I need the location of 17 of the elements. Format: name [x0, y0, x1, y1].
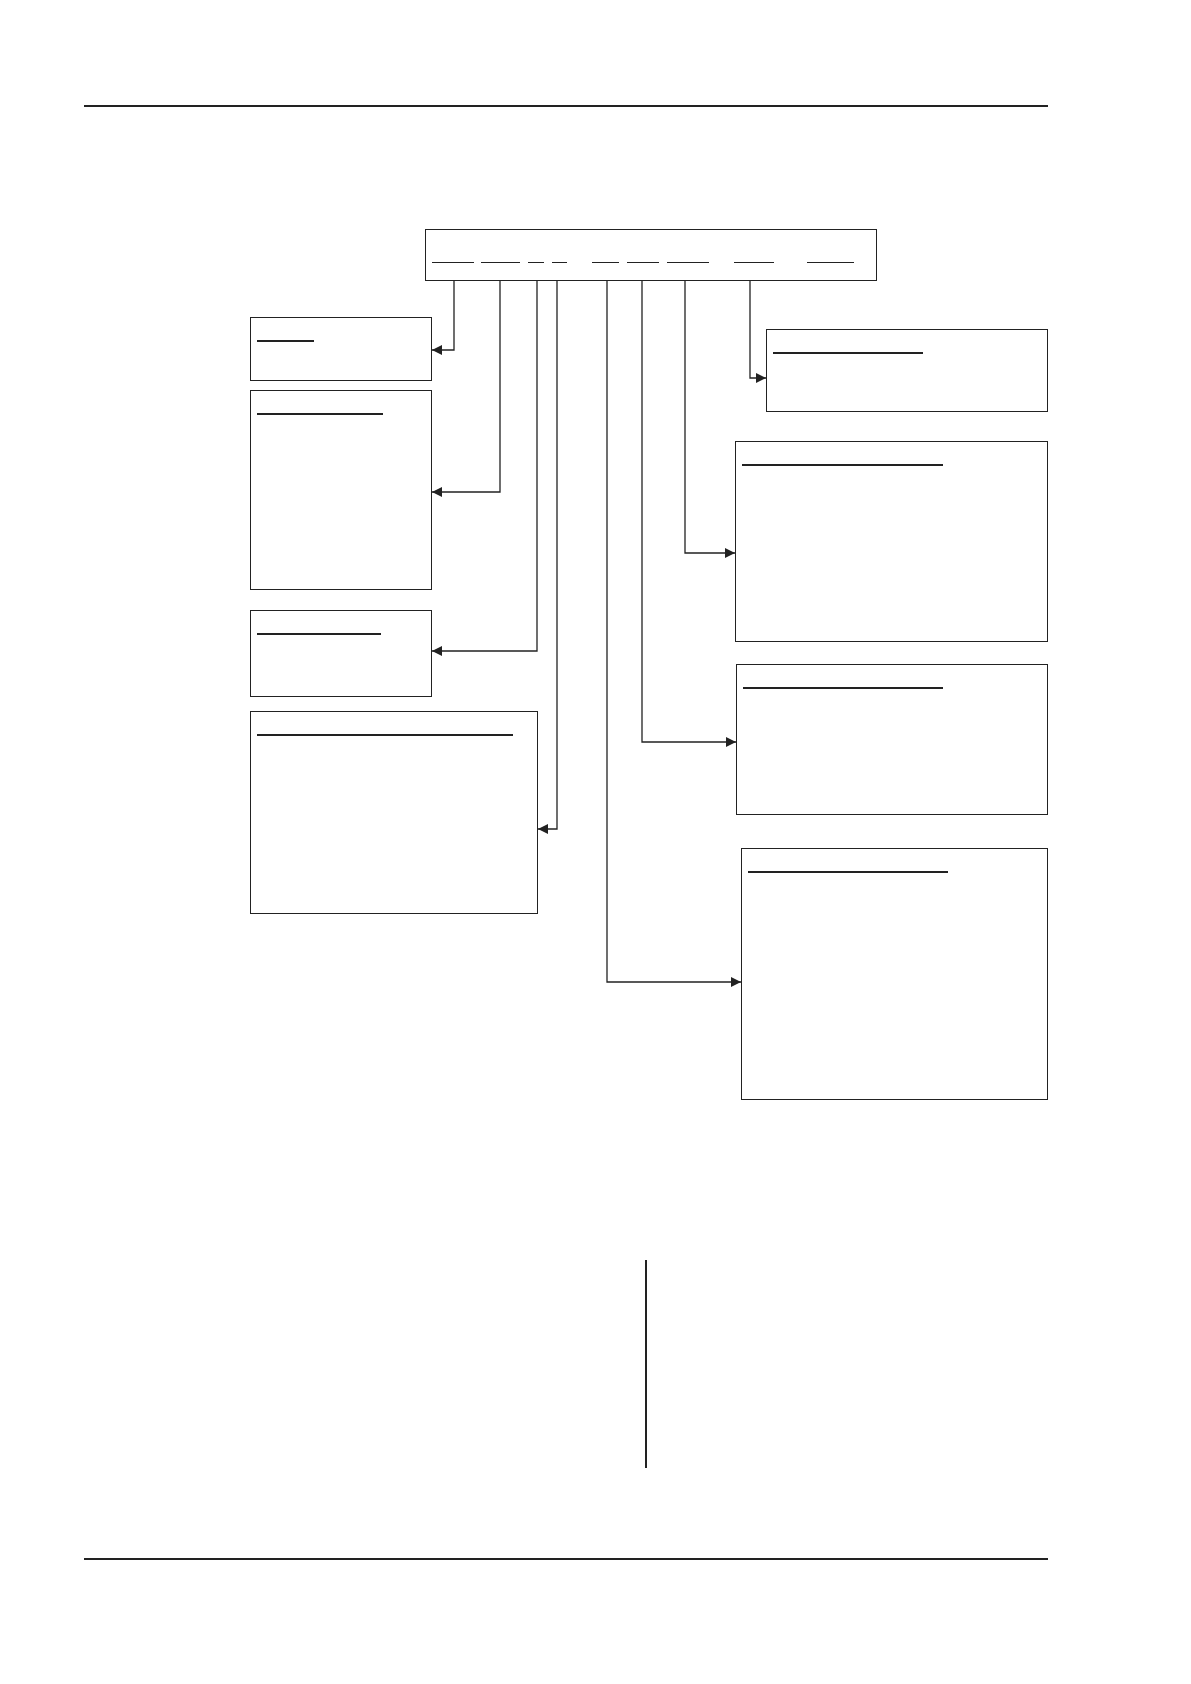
connector-arrow	[431, 280, 501, 497]
field-box	[736, 664, 1048, 815]
field-box	[250, 610, 432, 697]
field-box	[735, 441, 1048, 642]
connector-arrow	[749, 280, 767, 383]
field-box	[766, 329, 1048, 412]
connector-arrow	[606, 280, 742, 987]
connector-arrow	[431, 280, 538, 656]
field-box	[250, 317, 432, 381]
field-box	[250, 711, 538, 914]
form-box	[425, 229, 877, 281]
connector-arrow	[537, 280, 558, 834]
connector-arrow	[684, 280, 736, 558]
field-box	[741, 848, 1048, 1100]
field-box	[250, 390, 432, 590]
connector-arrow	[641, 280, 737, 747]
connector-arrow	[431, 280, 455, 355]
